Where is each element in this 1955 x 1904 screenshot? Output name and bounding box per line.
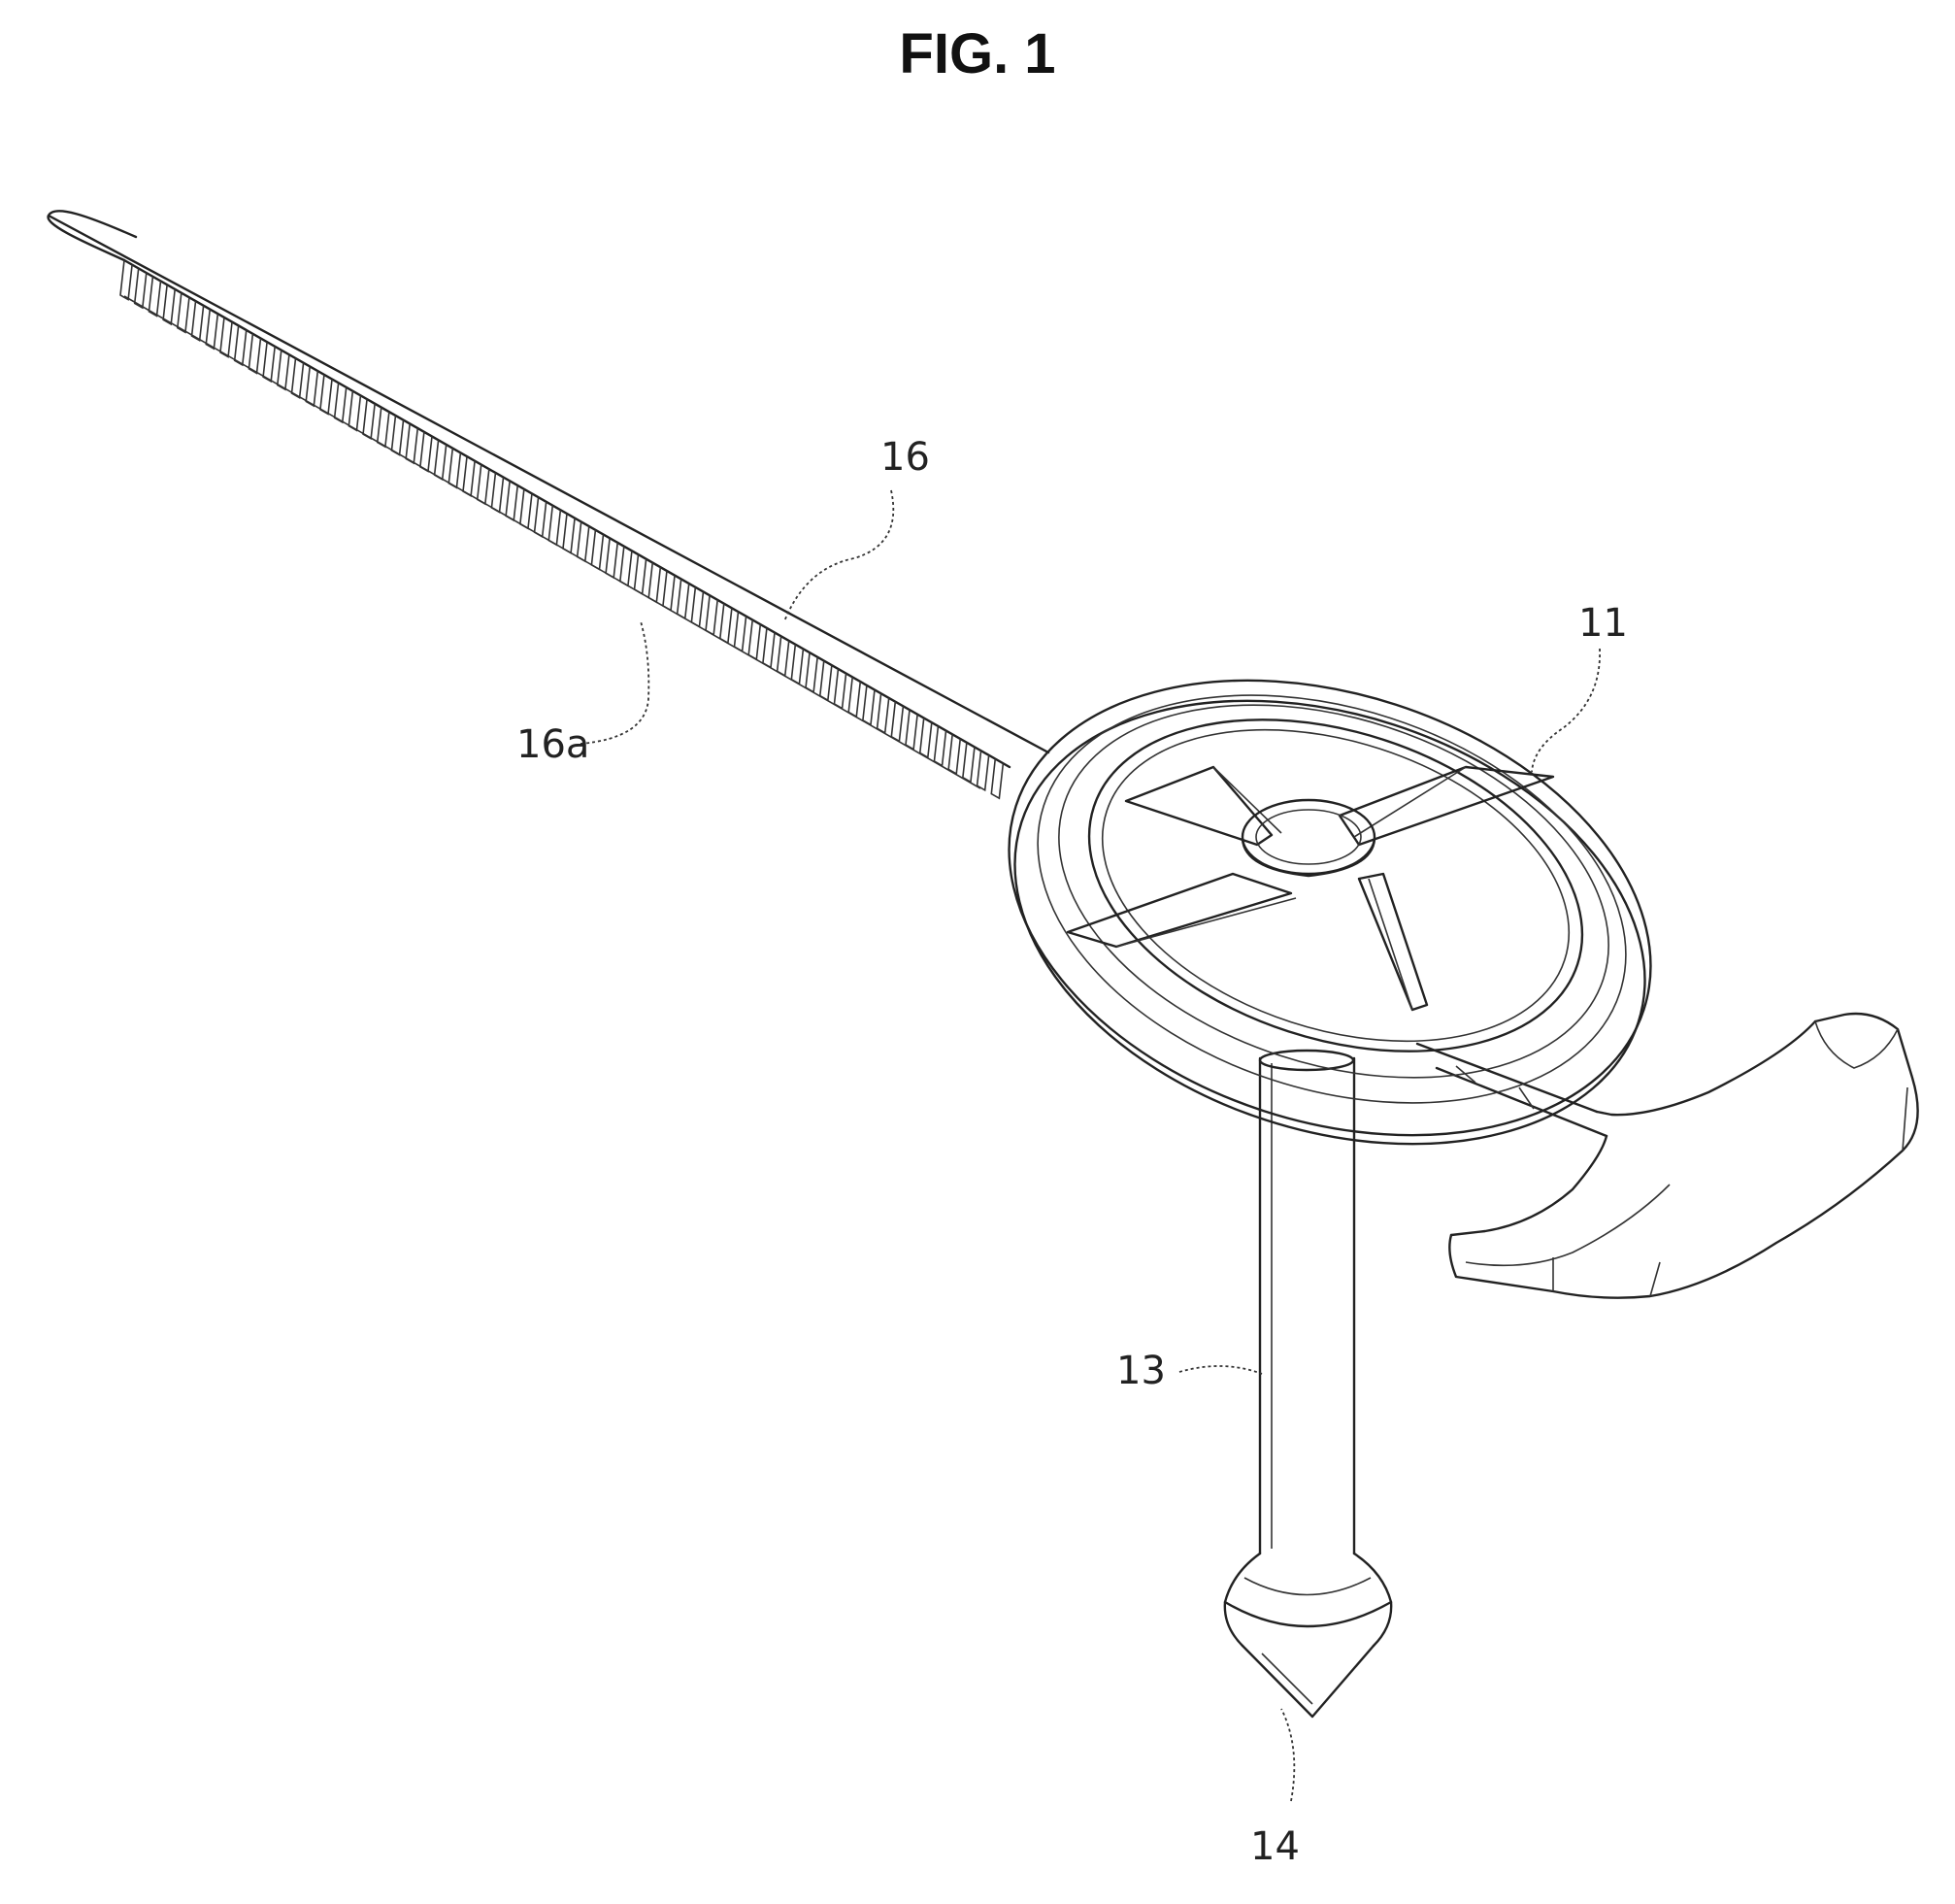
strap-tooth (820, 661, 832, 701)
strap-tooth (763, 628, 775, 668)
strap-tooth (478, 464, 489, 504)
strap-tooth (406, 423, 417, 463)
strap-tooth (491, 473, 503, 513)
strap-tooth (748, 619, 760, 659)
label-disc: 11 (1578, 601, 1628, 646)
strap-tooth (563, 514, 575, 553)
strap-tooth (934, 726, 945, 766)
conical-tip (1225, 1553, 1391, 1717)
toothed-strap (49, 211, 1048, 798)
strap-tooth (378, 408, 389, 448)
strap-tooth (120, 260, 132, 300)
strap-tooth (920, 718, 932, 757)
strap-tooth (435, 440, 447, 480)
label-tip: 14 (1250, 1824, 1300, 1869)
strap-tooth (135, 268, 147, 308)
strap-tooth (520, 489, 532, 529)
strap-tooth (863, 685, 875, 725)
strap-teeth (120, 260, 1003, 798)
leader-11 (1532, 649, 1600, 772)
strap-tooth (192, 301, 204, 341)
strap-tooth (420, 432, 432, 472)
disc (950, 603, 1710, 1220)
strap-tooth (906, 710, 917, 750)
strap-tooth (206, 310, 217, 350)
label-shaft: 13 (1116, 1349, 1166, 1393)
strap-tooth (620, 547, 632, 586)
strap-tooth (463, 456, 475, 496)
strap-tooth (278, 351, 289, 390)
strap-tooth (848, 677, 860, 717)
strap-tooth (363, 399, 375, 439)
strap-tooth (548, 506, 560, 546)
strap-tooth (878, 693, 889, 733)
shaft (1260, 1051, 1354, 1553)
label-strap: 16 (880, 435, 930, 480)
leader-14 (1281, 1709, 1294, 1801)
strap-tooth (348, 391, 360, 431)
strap-tooth (306, 366, 317, 406)
strap-tooth (678, 579, 689, 618)
leader-16 (784, 490, 893, 621)
strap-tooth (220, 317, 232, 357)
strap-tooth (691, 587, 703, 627)
label-strap-teeth: 16a (516, 722, 589, 767)
t-handle (1417, 1014, 1918, 1298)
strap-tooth (648, 563, 660, 603)
strap-tooth (535, 497, 547, 537)
strap-tooth (706, 595, 717, 635)
strap-tooth (720, 604, 732, 644)
strap-tooth (391, 416, 403, 455)
strap-tooth (791, 645, 803, 685)
strap-tooth (663, 571, 675, 611)
strap-tooth (991, 759, 1003, 799)
strap-tooth (778, 636, 789, 676)
strap-tooth (149, 277, 160, 317)
strap-tooth (163, 284, 175, 324)
strap-tooth (948, 734, 960, 774)
strap-tooth (320, 375, 332, 415)
strap-tooth (506, 481, 517, 520)
strap-tooth (963, 743, 975, 783)
strap-tooth (591, 530, 603, 570)
strap-tooth (178, 293, 189, 333)
strap-tooth (263, 342, 275, 382)
strap-tooth (978, 751, 989, 790)
strap-tooth (735, 612, 746, 651)
strap-tooth (834, 669, 845, 709)
strap-tooth (292, 358, 304, 398)
strap-tooth (606, 538, 617, 578)
strap-tooth (635, 554, 646, 594)
strap-tooth (578, 521, 589, 561)
strap-tooth (335, 383, 347, 422)
strap-tooth (891, 702, 903, 742)
leader-13 (1179, 1366, 1262, 1374)
leader-lines (580, 490, 1600, 1801)
strap-tooth (806, 652, 817, 692)
strap-tooth (448, 449, 460, 488)
strap-tooth (249, 334, 260, 374)
leader-16a (580, 621, 648, 744)
strap-tooth (235, 325, 247, 365)
